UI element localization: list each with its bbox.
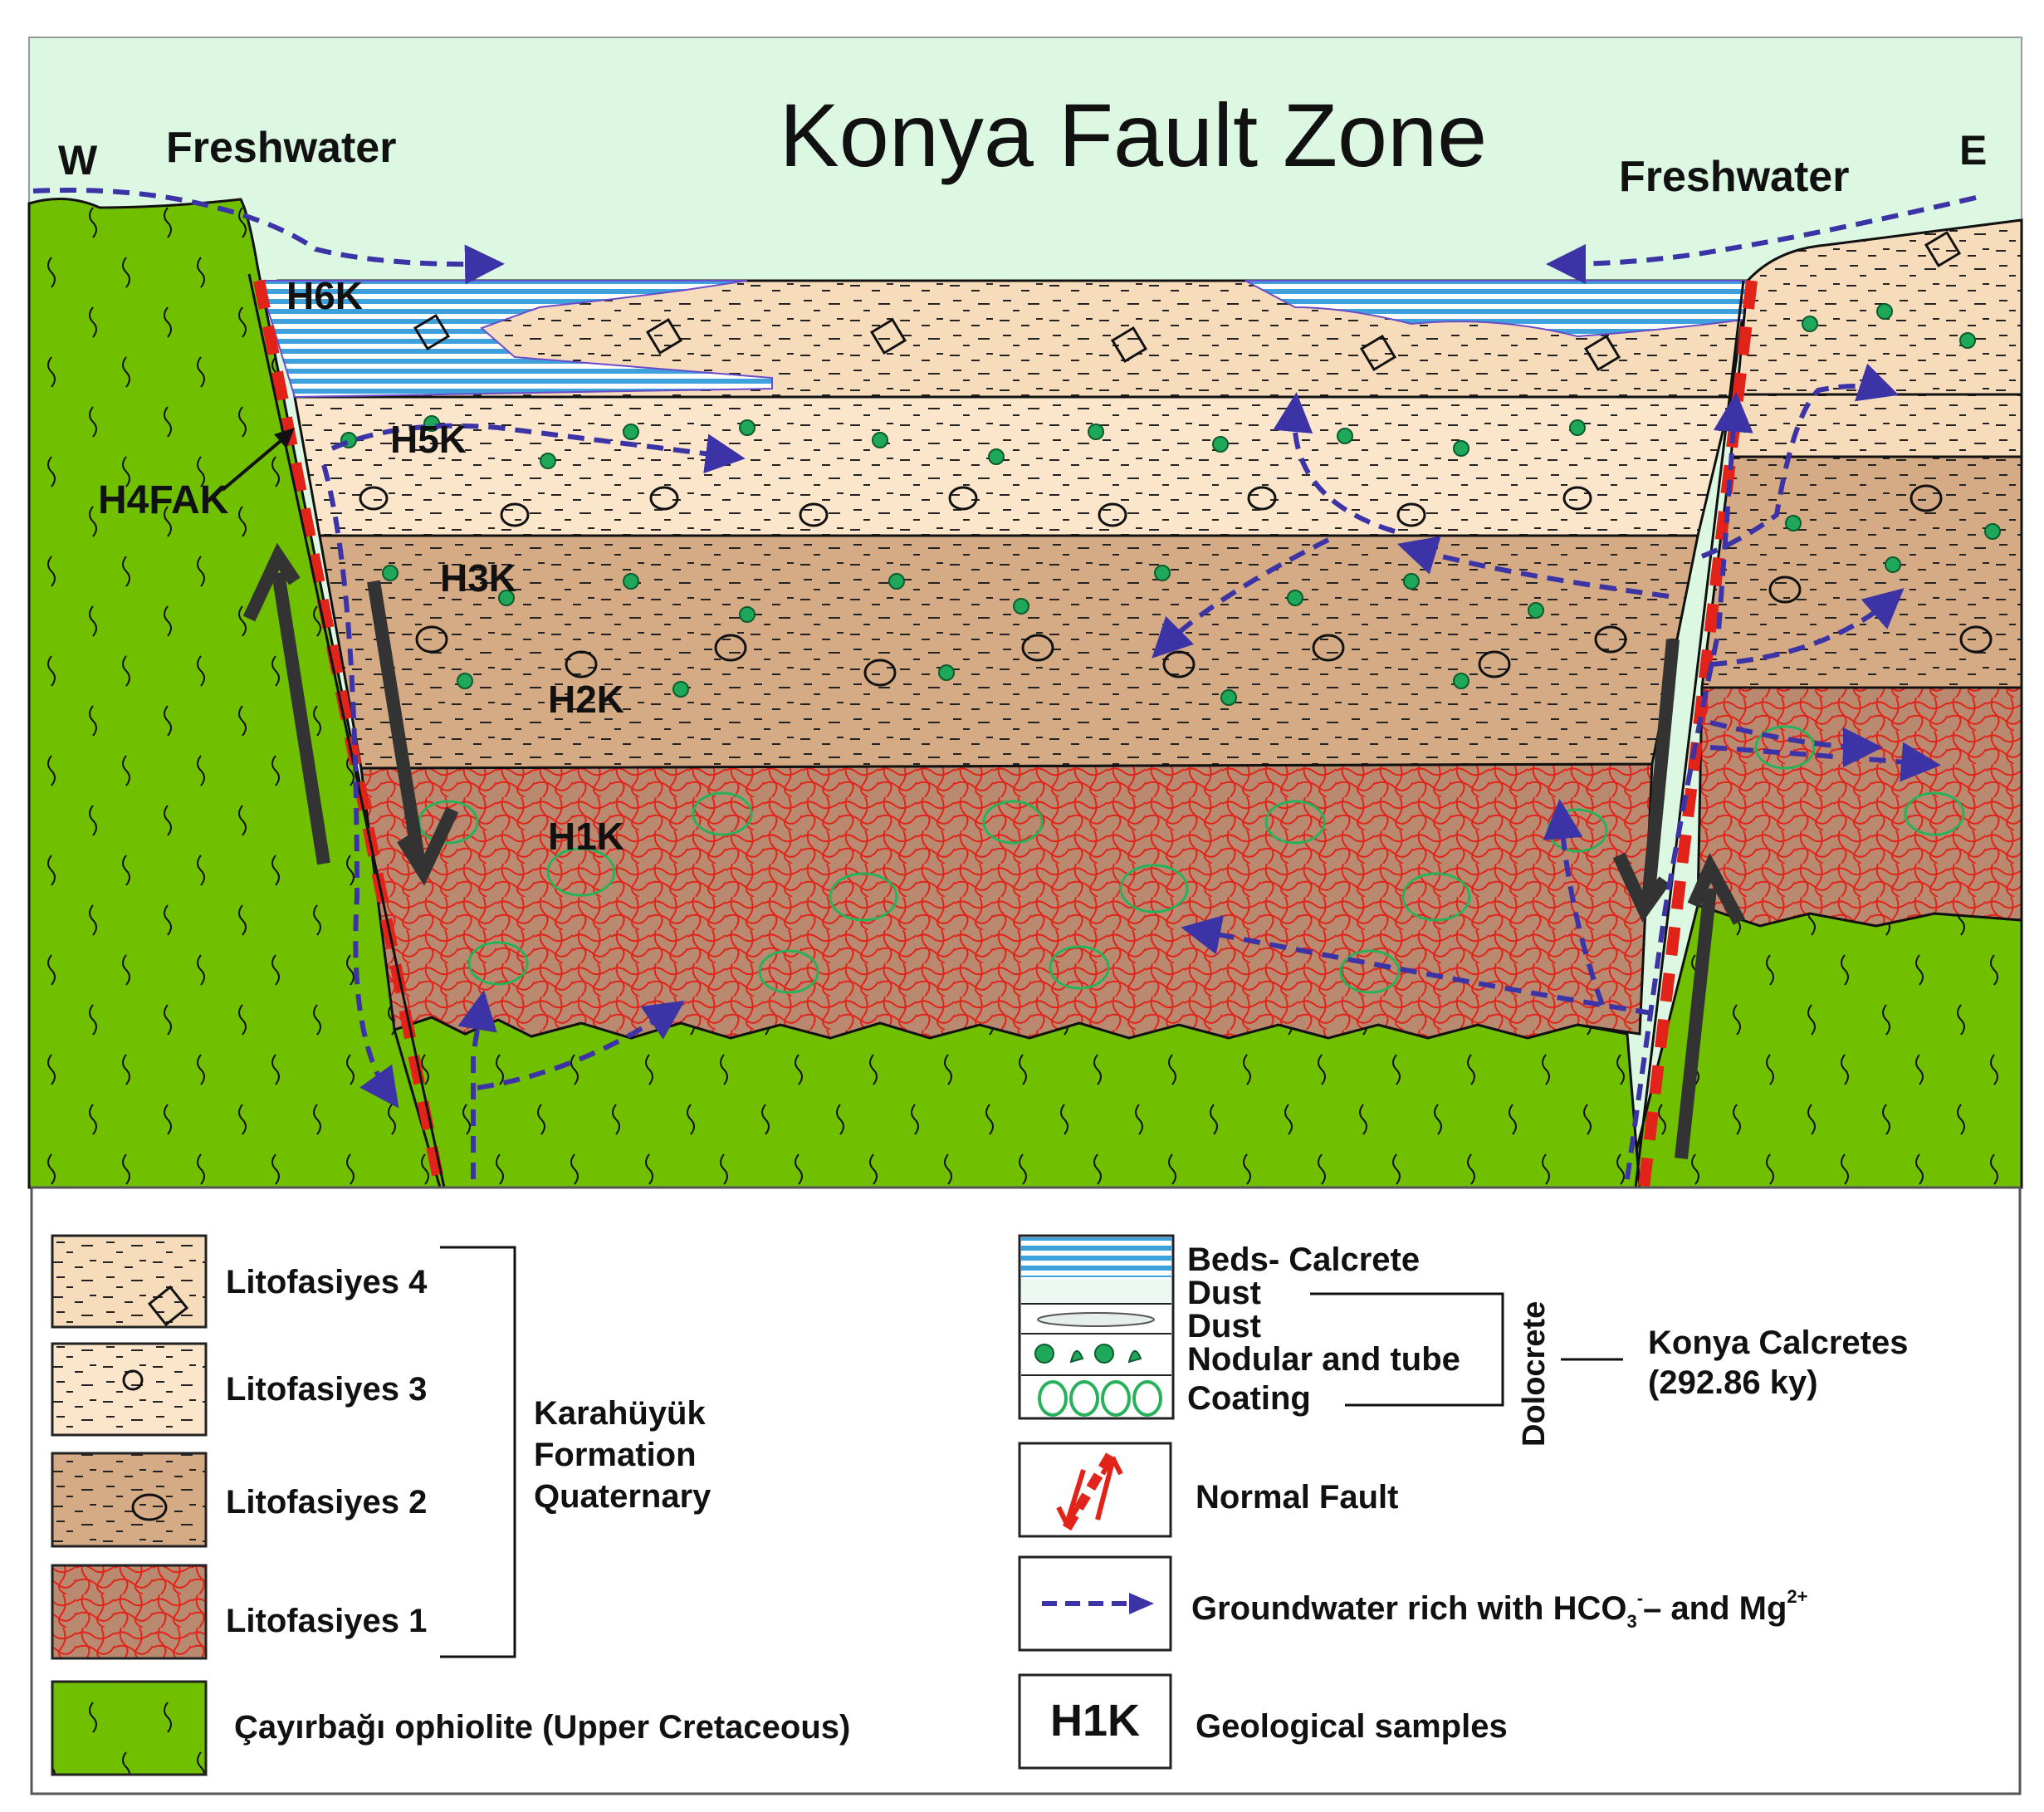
calcrete-beds-west — [257, 280, 773, 399]
geological-sample-swatch — [1018, 1673, 1172, 1770]
nodular-tube-label: Nodular and tube — [1187, 1341, 1460, 1378]
sample-label-h3k: H3K — [440, 556, 516, 600]
sample-label-h5k: H5K — [390, 418, 467, 461]
lito3-swatch-pebble — [122, 1369, 144, 1391]
ophiolite-basement-west — [27, 198, 442, 1189]
konya-calcretes-label-line2: (292.86 ky) — [1648, 1364, 1818, 1401]
lito1-swatch — [51, 1564, 208, 1660]
lito1-east — [1696, 686, 2023, 928]
geological-samples-label: Geological samples — [1196, 1708, 1508, 1745]
dust-label-2: Dust — [1187, 1308, 1261, 1344]
groundwater-label: Groundwater rich with HCO3-– and Mg2+ — [1191, 1586, 1808, 1632]
lito3-swatch — [51, 1342, 208, 1437]
lito4-swatch-clast — [147, 1285, 189, 1327]
east-direction-label: E — [1959, 127, 1987, 174]
legend-panel: Litofasiyes 4 Litofasiyes 3 Litofasiyes … — [30, 1186, 2022, 1795]
nodular-tube-swatch — [1034, 1344, 1142, 1364]
lito3-label: Litofasiyes 3 — [226, 1371, 427, 1408]
groundwater-flow-paths — [32, 188, 1977, 1180]
ophiolite-basement-center — [393, 1016, 1641, 1189]
formation-label-line2: Formation — [534, 1437, 697, 1473]
fault-displacement-arrows — [242, 542, 1746, 1159]
sample-label-h4fak: H4FAK — [98, 478, 229, 522]
freshwater-left-label: Freshwater — [166, 124, 396, 172]
beds-calcrete-swatch — [1021, 1237, 1171, 1277]
dust-label-1: Dust — [1187, 1275, 1261, 1311]
ophiolite-swatch — [51, 1680, 208, 1776]
dust-swatch-1 — [1021, 1279, 1171, 1304]
sample-label-h6k: H6K — [286, 274, 363, 317]
lito3-central — [293, 395, 1733, 537]
nodule-scatter — [340, 303, 2001, 706]
lito2-swatch — [51, 1452, 208, 1548]
west-direction-label: W — [58, 137, 98, 184]
coating-swatch — [1038, 1380, 1162, 1417]
normal-fault-label: Normal Fault — [1196, 1479, 1398, 1516]
sample-label-h1k: H1K — [548, 815, 624, 858]
konya-calcretes-label-line1: Konya Calcretes — [1648, 1325, 1908, 1361]
lito4-swatch — [51, 1234, 208, 1329]
groundwater-label-subscript: 3 — [1626, 1611, 1636, 1632]
karahuyuk-bracket — [440, 1246, 516, 1658]
cross-section-panel: Konya Fault Zone W E Freshwater Freshwat… — [27, 37, 2023, 1189]
dolocrete-bracket — [1310, 1292, 1504, 1407]
lito1-central — [359, 762, 1654, 1040]
lito4-east — [1729, 218, 2023, 458]
lito4-label: Litofasiyes 4 — [226, 1264, 428, 1300]
diagram-title: Konya Fault Zone — [780, 85, 1488, 185]
beds-calcrete-label: Beds- Calcrete — [1187, 1241, 1420, 1278]
calcrete-beds-east — [1244, 280, 1749, 338]
groundwater-label-mid: – and Mg — [1643, 1590, 1787, 1627]
coating-scatter — [418, 725, 1965, 994]
lito2-label: Litofasiyes 2 — [226, 1484, 427, 1521]
groundwater-label-mg-superscript: 2+ — [1787, 1586, 1807, 1607]
west-fault-plane — [247, 273, 446, 1188]
groundwater-label-superscript: - — [1637, 1588, 1643, 1609]
geological-sample-box-label: H1K — [1050, 1696, 1140, 1746]
h4fak-pointer-head — [274, 428, 295, 448]
pebble-scatter — [359, 230, 1993, 687]
dolocrete-label: Dolocrete — [1517, 1301, 1552, 1447]
sample-label-h2k: H2K — [548, 678, 624, 721]
groundwater-label-prefix: Groundwater rich with HCO — [1191, 1590, 1626, 1627]
coating-label: Coating — [1187, 1380, 1311, 1417]
ophiolite-label: Çayırbağı ophiolite (Upper Cretaceous) — [234, 1709, 850, 1746]
formation-label-line1: Karahüyük — [534, 1395, 706, 1432]
lito2-swatch-pebble — [131, 1493, 168, 1521]
groundwater-symbol-head — [1129, 1593, 1154, 1614]
formation-label-line3: Quaternary — [534, 1478, 711, 1515]
lito1-label: Litofasiyes 1 — [226, 1603, 427, 1639]
dust-swatch-2-lens — [1037, 1312, 1155, 1327]
h4fak-pointer — [221, 434, 288, 492]
freshwater-right-label: Freshwater — [1619, 153, 1849, 201]
normal-fault-symbol — [1056, 1448, 1123, 1531]
